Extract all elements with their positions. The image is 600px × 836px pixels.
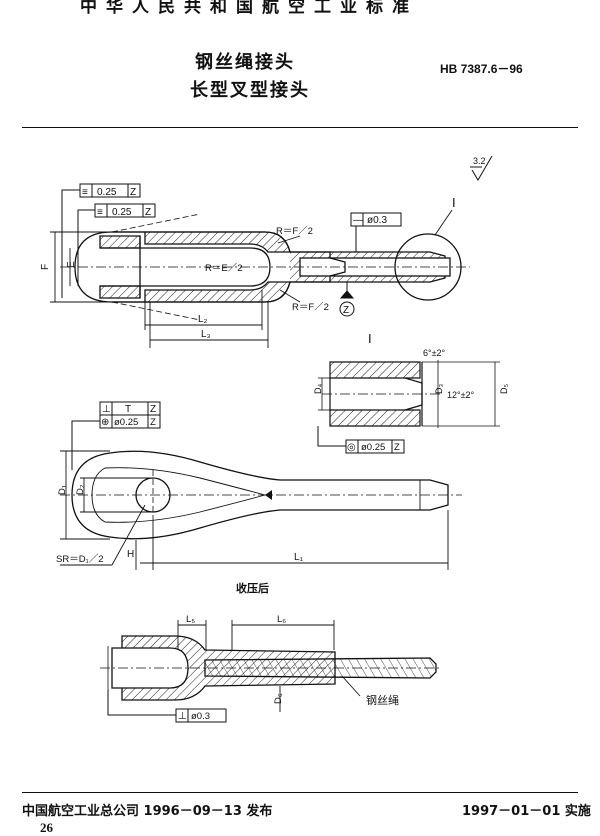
tol-bottom-symbol: ⊥ xyxy=(178,711,187,722)
label-radius-f2-bottom: R＝F／2 xyxy=(292,302,329,313)
dimension-lines-l2-l3 xyxy=(144,290,269,348)
label-sphere-radius: SR＝D₁／2 xyxy=(56,554,104,565)
dim-H: H xyxy=(127,549,134,560)
dim-L2: L₂ xyxy=(198,314,208,325)
datum-z-label: Z xyxy=(343,305,349,316)
label-radius-e2: R＝E／2 xyxy=(205,263,242,274)
tolerance-frame-second xyxy=(77,203,156,286)
detail-view-i xyxy=(318,360,500,428)
detail-mark-i: I xyxy=(452,195,456,210)
dim-D5: D₅ xyxy=(499,384,509,394)
tol-perp-datum: Z xyxy=(150,404,156,415)
standard-banner: 中华人民共和国航空工业标准 xyxy=(80,0,418,17)
tol-bottom-value: ø0.3 xyxy=(191,711,210,722)
tol-rod-symbol: — xyxy=(353,215,363,226)
tol-detail-datum: Z xyxy=(394,442,400,453)
label-taper-angle: 6°±2° xyxy=(423,348,446,358)
footer-rule xyxy=(22,792,578,793)
tol-detail-symbol: ◎ xyxy=(347,442,356,453)
tolerance-frame-rod xyxy=(350,212,402,252)
section-view xyxy=(60,209,470,321)
dimension-lines-plan xyxy=(60,450,449,570)
dim-D6-lines xyxy=(279,675,361,712)
dim-D3: D₃ xyxy=(434,384,444,394)
dim-D6: D₆ xyxy=(273,693,284,704)
effective-date: 1997－01－01 实施 xyxy=(462,804,591,819)
dimension-lines-left xyxy=(50,231,112,303)
tol-pos-datum: Z xyxy=(150,417,156,428)
caption-after-swaging: 收压后 xyxy=(236,581,269,595)
tol-2-value: 0.25 xyxy=(112,207,132,218)
swaged-assembly-view xyxy=(100,635,440,701)
dim-L1: L₁ xyxy=(294,552,304,563)
tol-perp-value: T xyxy=(125,404,131,415)
dim-L6: L₆ xyxy=(277,614,286,625)
dim-D1: D₁ xyxy=(57,485,68,495)
header-rule xyxy=(22,127,578,128)
issue-date: 中国航空工业总公司 1996－09－13 发布 xyxy=(22,804,273,819)
label-cone-angle: 12°±2° xyxy=(447,390,475,400)
standard-number: HB 7387.6－96 xyxy=(440,62,523,76)
tolerance-frame-perp-pos xyxy=(71,401,161,470)
tol-2-symbol: ≡ xyxy=(97,207,103,218)
tolerance-frame-top xyxy=(61,183,141,298)
tol-top-symbol: ≡ xyxy=(82,187,88,198)
label-wire-rope: 钢丝绳 xyxy=(366,693,399,707)
roughness-symbol xyxy=(470,155,493,181)
tol-2-datum: Z xyxy=(145,207,151,218)
title-line-2: 长型叉型接头 xyxy=(190,80,310,101)
label-radius-f2-top: R＝F／2 xyxy=(276,226,313,237)
dim-F: F xyxy=(40,264,51,270)
tol-top-datum: Z xyxy=(130,187,136,198)
tol-top-value: 0.25 xyxy=(97,187,117,198)
dim-E: E xyxy=(66,261,77,268)
tol-pos-value: ø0.25 xyxy=(114,417,138,428)
datum-z-marker xyxy=(339,282,355,317)
dim-L3: L₃ xyxy=(201,329,211,340)
tol-pos-symbol: ⊕ xyxy=(101,417,109,428)
tol-rod-value: ø0.3 xyxy=(367,215,387,226)
dim-D4: D₄ xyxy=(313,384,323,394)
dim-D2: D₂ xyxy=(75,484,86,495)
technical-drawing: 3.2 ≡ 0.25 Z ≡ 0.25 Z F E R＝F／2 R＝E／2 R＝… xyxy=(40,155,509,723)
tolerance-frame-bottom xyxy=(107,690,227,723)
detail-mark-i-view: I xyxy=(368,331,372,346)
tol-perp-symbol: ⊥ xyxy=(102,404,111,415)
plan-view xyxy=(60,450,462,540)
page-number: 26 xyxy=(40,820,53,835)
roughness-value: 3.2 xyxy=(473,156,486,166)
tol-detail-value: ø0.25 xyxy=(361,442,385,453)
tolerance-frame-detail xyxy=(317,426,405,454)
title-line-1: 钢丝绳接头 xyxy=(195,52,295,73)
dim-L5: L₅ xyxy=(186,614,195,625)
